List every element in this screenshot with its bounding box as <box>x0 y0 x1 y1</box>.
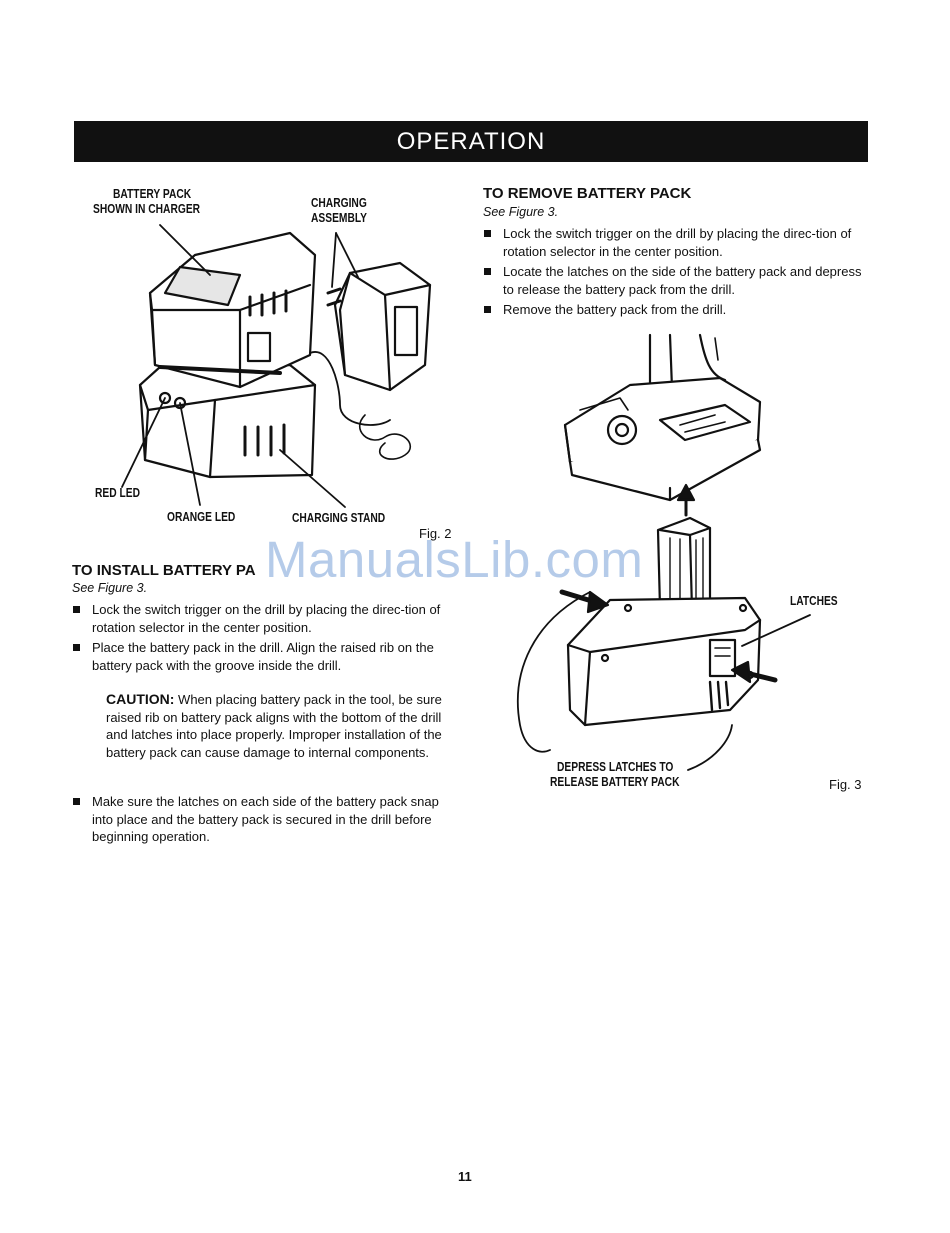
section-banner: OPERATION <box>74 121 868 162</box>
watermark: ManualsLib.com <box>265 531 644 588</box>
callout-battery-pack: BATTERY PACK <box>113 187 191 202</box>
caution-label: CAUTION: <box>106 691 175 707</box>
callout-red-led: RED LED <box>95 486 140 500</box>
callout-battery-pack-line2: SHOWN IN CHARGER <box>93 202 201 216</box>
figure-2-label: Fig. 2 <box>419 526 452 541</box>
install-final-step: Make sure the latches on each side of th… <box>72 793 457 849</box>
callout-battery-pack-2: SHOWN IN CHARGER <box>93 202 200 217</box>
caution-text: When placing battery pack in the tool, b… <box>106 692 442 760</box>
remove-step: Locate the latches on the side of the ba… <box>483 263 868 298</box>
callout-depress-line1: DEPRESS LATCHES TO <box>557 760 674 774</box>
remove-step: Remove the battery pack from the drill. <box>483 301 868 319</box>
callout-latches: LATCHES <box>790 594 838 608</box>
callout-charging-assembly-2: ASSEMBLY <box>311 211 367 226</box>
remove-steps: Lock the switch trigger on the drill by … <box>483 225 868 322</box>
install-step: Place the battery pack in the drill. Ali… <box>72 639 457 674</box>
remove-see-figure: See Figure 3. <box>483 205 559 219</box>
caution-note: CAUTION: When placing battery pack in th… <box>106 691 451 761</box>
install-steps: Lock the switch trigger on the drill by … <box>72 601 457 677</box>
remove-heading: TO REMOVE BATTERY PACK <box>483 185 692 202</box>
charger-illustration <box>121 224 432 508</box>
figure-3-label: Fig. 3 <box>829 777 862 792</box>
install-heading: TO INSTALL BATTERY PA <box>72 562 256 579</box>
callout-charging-assembly-line1: CHARGING <box>311 196 367 210</box>
page-number: 11 <box>458 1169 472 1184</box>
callout-charging-stand: CHARGING STAND <box>292 511 386 525</box>
install-see-figure: See Figure 3. <box>72 581 148 595</box>
remove-step: Lock the switch trigger on the drill by … <box>483 225 868 260</box>
callout-battery-pack-line1: BATTERY PACK <box>113 187 192 201</box>
callout-depress-line2: RELEASE BATTERY PACK <box>550 775 680 789</box>
drill-battery-illustration <box>516 333 811 771</box>
callout-charging-assembly-line2: ASSEMBLY <box>311 211 368 225</box>
install-step: Make sure the latches on each side of th… <box>72 793 457 846</box>
section-title: OPERATION <box>396 127 546 155</box>
install-step: Lock the switch trigger on the drill by … <box>72 601 457 636</box>
callout-charging-assembly: CHARGING <box>311 196 367 211</box>
callout-orange-led: ORANGE LED <box>167 510 236 524</box>
